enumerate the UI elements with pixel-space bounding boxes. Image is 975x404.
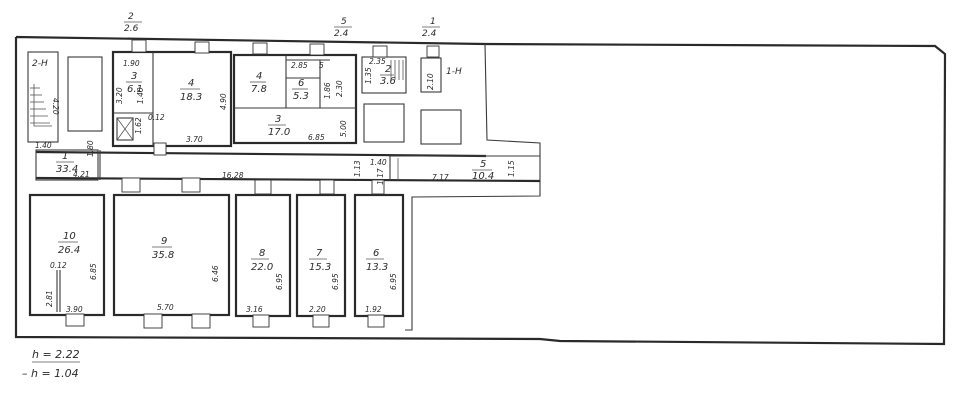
dim-label: 2.35 bbox=[369, 57, 386, 66]
dim-label: 6.95 bbox=[389, 273, 398, 290]
dim-label: 1.35 bbox=[364, 67, 373, 84]
room-3b-area: 17.0 bbox=[268, 127, 290, 138]
dim-label: 1.86 bbox=[323, 82, 332, 99]
dim-label: 6.85 bbox=[308, 133, 325, 142]
room-7-number: 7 bbox=[316, 248, 323, 259]
room-5-area: 10.4 bbox=[472, 171, 494, 182]
dim-label: 0.12 bbox=[148, 113, 165, 122]
dim-label: 5.70 bbox=[157, 303, 174, 312]
axis-5-value: 2.4 bbox=[334, 29, 349, 39]
room-9-area: 35.8 bbox=[152, 250, 174, 261]
axis-2-value: 2.6 bbox=[124, 24, 139, 34]
dim-label: 6.46 bbox=[211, 265, 220, 282]
room-4b-number: 4 bbox=[256, 71, 262, 82]
top-rooms bbox=[27, 50, 462, 148]
dim-label: 1.80 bbox=[86, 140, 95, 157]
axis-markers: 2 2.6 5 2.4 1 2.4 2-Н 1-Н bbox=[32, 12, 462, 77]
dim-label: 5 bbox=[319, 61, 324, 70]
dim-label: 2.30 bbox=[335, 80, 344, 97]
room-7-area: 15.3 bbox=[309, 262, 331, 273]
stair-2n-label: 2-Н bbox=[32, 59, 48, 69]
room-1-area: 33.4 bbox=[56, 164, 78, 175]
dim-label: 1.40 bbox=[370, 158, 387, 167]
room-6a-area: 5.3 bbox=[293, 91, 309, 102]
room-2-area: 3.6 bbox=[380, 76, 396, 87]
axis-1-value: 2.4 bbox=[422, 29, 437, 39]
room-3b-number: 3 bbox=[275, 114, 281, 125]
height-note-1: h = 2.22 bbox=[32, 348, 80, 361]
corridor bbox=[35, 149, 541, 183]
dim-label: 1.62 bbox=[134, 117, 143, 134]
dim-label: 6.85 bbox=[89, 263, 98, 280]
room-3a-number: 3 bbox=[131, 71, 137, 82]
room-6b-number: 6 bbox=[373, 248, 379, 259]
room-8-number: 8 bbox=[259, 248, 265, 259]
room-1-number: 1 bbox=[62, 151, 68, 162]
dim-label: 1.17 bbox=[376, 168, 385, 185]
room-8-area: 22.0 bbox=[251, 262, 273, 273]
room-2-number: 2 bbox=[385, 64, 391, 75]
stair-1n-label: 1-Н bbox=[446, 67, 462, 77]
dim-label: 3.90 bbox=[66, 305, 83, 314]
dim-label: 2.20 bbox=[309, 305, 326, 314]
dim-label: 0.12 bbox=[50, 261, 67, 270]
dim-label: 1.90 bbox=[123, 59, 140, 68]
room-9-number: 9 bbox=[161, 236, 167, 247]
dim-label: 3.16 bbox=[246, 305, 263, 314]
room-6b-area: 13.3 bbox=[366, 262, 388, 273]
axis-5-label: 5 bbox=[341, 17, 347, 27]
dim-label: 4.21 bbox=[73, 170, 90, 179]
dim-label: 16.28 bbox=[222, 171, 244, 180]
outer-walls bbox=[14, 35, 947, 346]
dim-label: 1.40 bbox=[35, 141, 52, 150]
room-labels: 1 33.4 3 6.1 4 18.3 4 7.8 6 5.3 3 17.0 2… bbox=[56, 64, 494, 273]
axis-1-label: 1 bbox=[430, 17, 436, 27]
dim-label: 1.92 bbox=[365, 305, 382, 314]
room-4b-area: 7.8 bbox=[251, 84, 267, 95]
room-4a-area: 18.3 bbox=[180, 92, 202, 103]
axis-2-label: 2 bbox=[128, 12, 134, 22]
dim-label: 5.00 bbox=[339, 120, 348, 137]
dim-label: 2.81 bbox=[45, 290, 54, 307]
room-3a-area: 6.1 bbox=[127, 84, 143, 95]
room-6a-number: 6 bbox=[298, 78, 304, 89]
height-note-2: – h = 1.04 bbox=[22, 367, 79, 380]
dim-label: 3.70 bbox=[186, 135, 203, 144]
room-10-area: 26.4 bbox=[58, 245, 80, 256]
dim-label: 7.17 bbox=[432, 173, 449, 182]
dim-label: 4.20 bbox=[51, 98, 60, 115]
dim-label: 1.15 bbox=[507, 160, 516, 177]
windows bbox=[65, 39, 440, 329]
room-4a-number: 4 bbox=[188, 78, 194, 89]
dim-label: 6.95 bbox=[331, 273, 340, 290]
dim-label: 2.10 bbox=[426, 73, 435, 90]
bottom-rooms bbox=[28, 193, 405, 318]
dim-label: 1.40 bbox=[136, 87, 145, 104]
dim-label: 2.85 bbox=[291, 61, 308, 70]
dimension-labels: 4.20 1.40 1.80 4.21 1.90 3.20 1.40 1.62 … bbox=[35, 57, 516, 314]
height-notes: h = 2.22 – h = 1.04 bbox=[22, 348, 80, 380]
room-5-number: 5 bbox=[480, 159, 486, 170]
room-10-number: 10 bbox=[63, 231, 76, 242]
dim-label: 6.95 bbox=[275, 273, 284, 290]
dim-label: 1.13 bbox=[353, 160, 362, 177]
dim-label: 3.20 bbox=[115, 87, 124, 104]
dim-label: 4.90 bbox=[219, 93, 228, 110]
